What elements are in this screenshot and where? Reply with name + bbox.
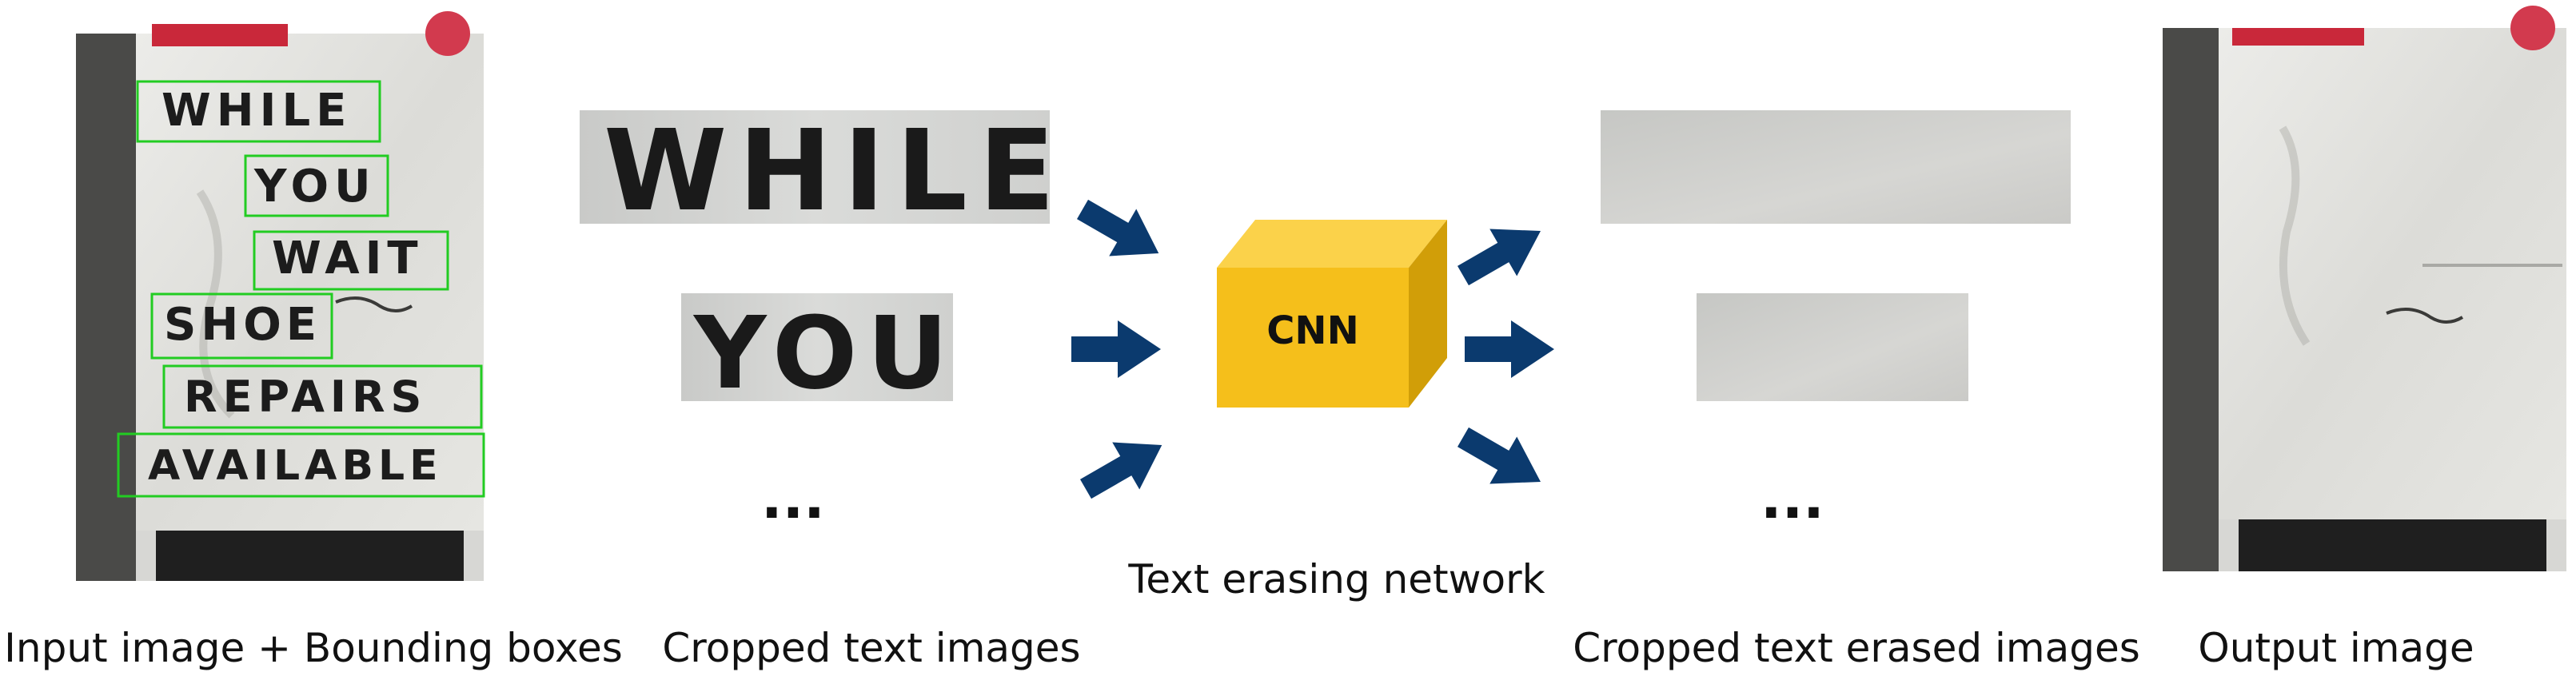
erased-image-2 [1697,293,1968,401]
input-word: REPAIRS [184,372,427,422]
input-word: YOU [253,161,377,213]
cropped-text-erased-images: ... [1601,110,2071,531]
arrow-icon [1080,442,1162,499]
bounding-box [253,230,449,291]
input-stain [196,189,235,419]
cube-front-face [1217,268,1409,408]
caption-cropped: Cropped text images [662,625,1080,671]
input-sign-board [136,34,484,531]
input-words: WHILE YOU WAIT SHOE REPAIRS AVAILABLE [148,85,443,490]
cube-side-face [1409,220,1447,408]
cropped-word: WHILE [604,106,1067,237]
erased-ellipsis: ... [1761,466,1824,531]
input-red-sign [152,24,288,46]
arrow-icon [1457,229,1541,286]
caption-input: Input image + Bounding boxes [4,625,623,671]
caption-output: Output image [2198,625,2474,671]
cropped-word: YOU [692,296,958,412]
input-black-panel [156,531,476,581]
cropped-image-you [681,293,953,401]
bounding-box [162,364,483,429]
input-arrows [1071,197,1162,499]
output-image [2163,6,2566,571]
input-post-left [136,531,156,581]
cropped-text-images: WHILE YOU ... [580,106,1067,531]
output-post-left [2219,519,2239,571]
bounding-boxes [117,80,485,498]
input-red-circle [425,11,470,56]
output-black-panel [2239,519,2550,571]
bounding-box [244,154,389,217]
bounding-box [136,80,381,143]
output-sign-board [2219,28,2566,519]
cube-top-face [1217,220,1447,268]
output-arrows [1457,229,1554,484]
cropped-ellipsis: ... [761,466,825,531]
output-red-circle [2510,6,2555,50]
input-image: WHILE YOU WAIT SHOE REPAIRS AVAILABLE [76,11,485,581]
input-post-right [464,531,484,581]
cropped-image-while [580,110,1050,224]
input-word: SHOE [164,299,321,351]
output-red-sign [2232,28,2364,46]
output-crack [2386,308,2464,324]
output-stain [2279,125,2311,346]
input-word: WAIT [272,233,424,284]
network-caption: Text erasing network [1127,556,1545,602]
arrow-icon [1457,427,1541,484]
output-post-right [2546,519,2566,571]
cnn-label: CNN [1266,308,1359,353]
input-crack [335,296,413,312]
arrow-icon [1071,320,1161,378]
erased-image-1 [1601,110,2071,224]
input-word: WHILE [161,85,352,137]
input-word: AVAILABLE [148,442,443,490]
cnn-cube: CNN [1217,220,1447,408]
bounding-box [117,432,485,498]
arrow-icon [1465,320,1554,378]
bounding-box [150,292,333,360]
caption-erased: Cropped text erased images [1573,625,2140,671]
arrow-icon [1072,197,1159,256]
